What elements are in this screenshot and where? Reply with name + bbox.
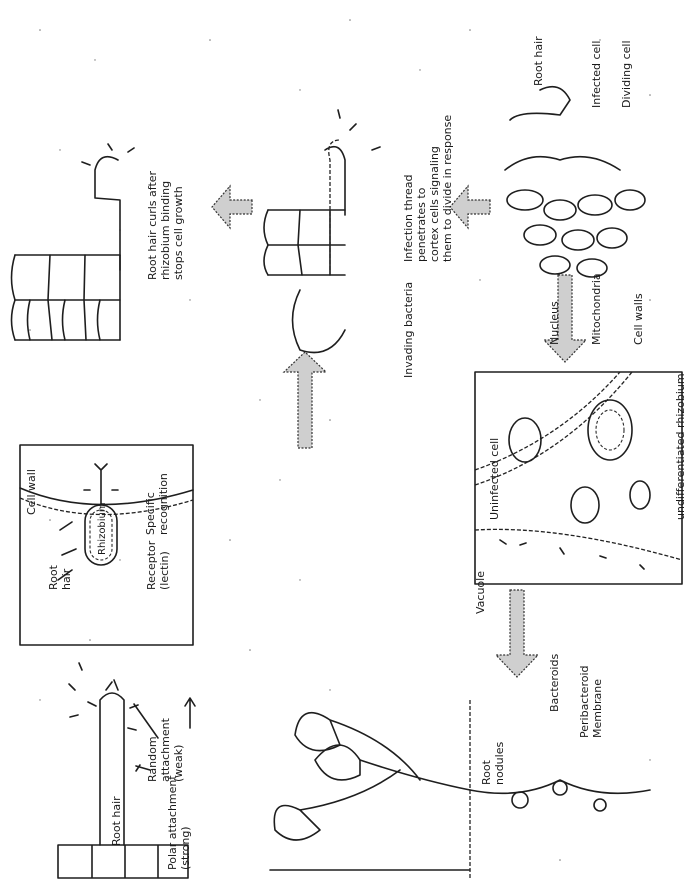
- panel-dividing: [505, 87, 645, 277]
- arrow-up-1: [284, 352, 326, 448]
- label-rhizobium: Rhizobium: [96, 502, 109, 555]
- label-root-hair-1: Root hair: [110, 796, 123, 846]
- panel-curling: [12, 144, 135, 340]
- label-nucleus: Nucleus: [548, 301, 561, 345]
- label-specific-recognition: Specific recognition: [144, 473, 170, 535]
- label-random-attachment: Random attachment (weak): [146, 718, 185, 782]
- label-cell-wall: Cell wall: [25, 469, 38, 515]
- label-receptor: Receptor (lectin): [145, 541, 171, 590]
- label-peribacteroid: Peribacteroid Membrane: [578, 666, 604, 739]
- label-infection-thread: Infection thread penetrates to cortex ce…: [402, 115, 454, 262]
- label-root-hair-3: Root hair: [532, 36, 545, 86]
- label-uninfected-cell: Uninfected cell: [488, 438, 501, 520]
- arrow-right-1: [212, 186, 252, 228]
- label-dividing-cell: Dividing cell: [620, 40, 633, 108]
- label-cell-walls: Cell walls: [632, 293, 645, 345]
- label-infected-cell: Infected cell: [590, 41, 603, 108]
- label-invading-bacteria: Invading bacteria: [402, 282, 415, 378]
- panel-nodule-cells: [475, 372, 682, 584]
- arrow-right-2: [450, 186, 490, 228]
- label-root-hair-2: Root hair: [47, 565, 73, 590]
- label-undifferentiated: undifferentiated rhizobium: [674, 373, 687, 520]
- panel-infection: [264, 110, 380, 353]
- arrow-down-2: [496, 590, 538, 677]
- label-root-nodules: Root nodules: [480, 742, 506, 785]
- label-root-hair-curls: Root hair curls after rhizobium binding …: [146, 171, 185, 280]
- label-bacteroids: Bacteroids: [548, 654, 561, 712]
- label-polar-attachment: Polar attachment (strong): [166, 775, 192, 870]
- label-vacuole: Vacuole: [474, 571, 487, 614]
- label-mitochondria: Mitochondria: [590, 273, 603, 345]
